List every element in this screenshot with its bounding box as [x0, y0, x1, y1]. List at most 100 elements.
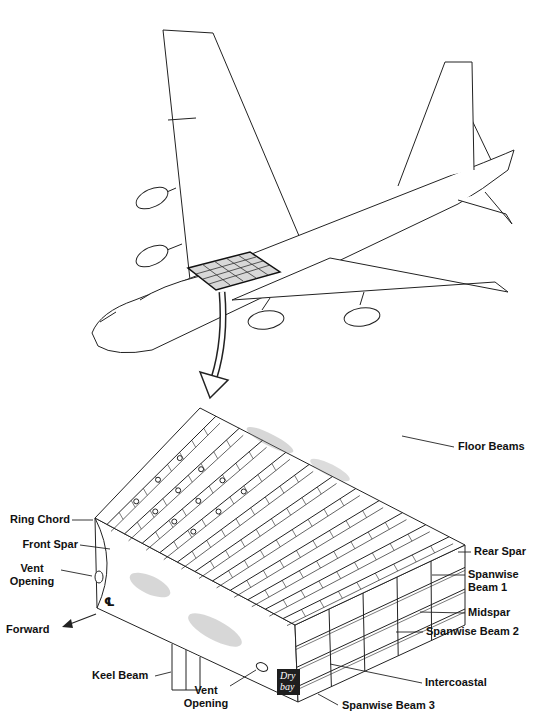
center-section-marker — [188, 252, 280, 290]
stiffener — [292, 530, 296, 537]
leader-line — [330, 664, 422, 683]
vertical-fin — [398, 62, 474, 186]
stiffener — [340, 499, 344, 506]
stiffener — [334, 551, 338, 558]
shading — [126, 568, 173, 603]
stiffener — [188, 475, 192, 482]
lightening-hole — [176, 488, 181, 493]
part-label: Midspar — [468, 606, 510, 619]
floor-beam-web — [269, 532, 429, 616]
stiffener — [301, 609, 305, 616]
leader-line — [72, 520, 93, 521]
stiffener — [143, 488, 147, 495]
stiffener — [299, 571, 303, 578]
floor-beam-web — [129, 435, 244, 541]
arrow-shaft — [214, 292, 223, 378]
stiffener — [375, 573, 379, 580]
stiffener — [394, 564, 398, 571]
stiffener — [265, 590, 269, 597]
leader-line — [61, 570, 92, 576]
leader-line — [80, 545, 110, 549]
part-label: Rear Spar — [474, 545, 526, 558]
arrow-head — [62, 619, 73, 628]
stiffener — [204, 428, 208, 435]
stiffener — [283, 600, 287, 607]
leader-line — [432, 575, 465, 576]
stiffener — [174, 542, 178, 549]
leader-line — [396, 632, 423, 633]
centerline-symbol: ℄ — [104, 596, 115, 609]
part-label: Keel Beam — [92, 669, 148, 682]
floor-beam — [125, 428, 240, 534]
pylon — [262, 298, 270, 310]
stiffener — [390, 543, 394, 550]
floor-beam-web — [234, 508, 383, 598]
stiffener — [282, 580, 286, 587]
stiffener — [431, 546, 435, 553]
lightening-hole — [220, 478, 225, 483]
leader-line — [230, 670, 256, 686]
stiffener — [329, 531, 333, 538]
stiffener — [265, 497, 269, 504]
floor-beam — [283, 537, 449, 619]
stiffener — [308, 519, 312, 526]
stiffener — [119, 512, 123, 519]
stiffener — [168, 464, 172, 471]
stiffener — [385, 522, 389, 529]
part-label: Front Spar — [12, 538, 78, 551]
stiffener — [280, 486, 284, 493]
beam-flange — [296, 570, 465, 649]
part-label: Spanwise Beam 1 — [468, 568, 530, 594]
stiffener — [210, 561, 214, 568]
stiffener — [408, 534, 412, 541]
stiffener — [351, 542, 355, 549]
stiffener — [137, 522, 141, 529]
engine — [343, 306, 381, 329]
stiffener — [338, 591, 342, 598]
floor-beam — [160, 452, 286, 552]
stiffener — [363, 511, 367, 518]
stiffener — [244, 560, 248, 567]
shading — [308, 455, 353, 486]
stiffener — [221, 530, 225, 537]
stiffener — [271, 519, 275, 526]
wing-box — [95, 408, 465, 702]
part-label: Floor Beams — [458, 440, 525, 453]
stiffener — [163, 499, 167, 506]
floor-beam — [177, 464, 309, 562]
shading — [184, 607, 246, 653]
zoom-arrow — [200, 292, 228, 398]
stiffener — [368, 532, 372, 539]
stiffener — [412, 555, 416, 562]
part-label: Vent Opening — [178, 684, 234, 710]
part-label: Vent Opening — [4, 562, 60, 588]
stiffener — [302, 498, 306, 505]
stiffener — [317, 561, 321, 568]
stiffener — [256, 529, 260, 536]
stiffener — [247, 580, 251, 587]
keel-beam — [172, 644, 200, 690]
stiffener — [236, 463, 240, 470]
upper-deck — [140, 276, 200, 300]
spanwise-beam — [297, 609, 465, 687]
engine — [247, 309, 285, 332]
stiffener — [346, 521, 350, 528]
part-label: Forward — [6, 623, 49, 636]
hatched-box — [188, 252, 280, 290]
stiffener — [229, 571, 233, 578]
stiffener — [320, 600, 324, 607]
stiffener — [202, 519, 206, 526]
stabilizer — [458, 192, 512, 224]
stiffener — [355, 562, 359, 569]
hatching — [196, 255, 270, 285]
stiffener — [296, 550, 300, 557]
cockpit-window — [100, 312, 116, 322]
engine — [133, 241, 171, 272]
stiffener — [324, 509, 328, 516]
vent-opening — [255, 661, 269, 673]
stiffener — [209, 486, 213, 493]
top-face — [95, 408, 465, 625]
stiffener — [192, 551, 196, 558]
floor-beam-web — [199, 484, 337, 579]
